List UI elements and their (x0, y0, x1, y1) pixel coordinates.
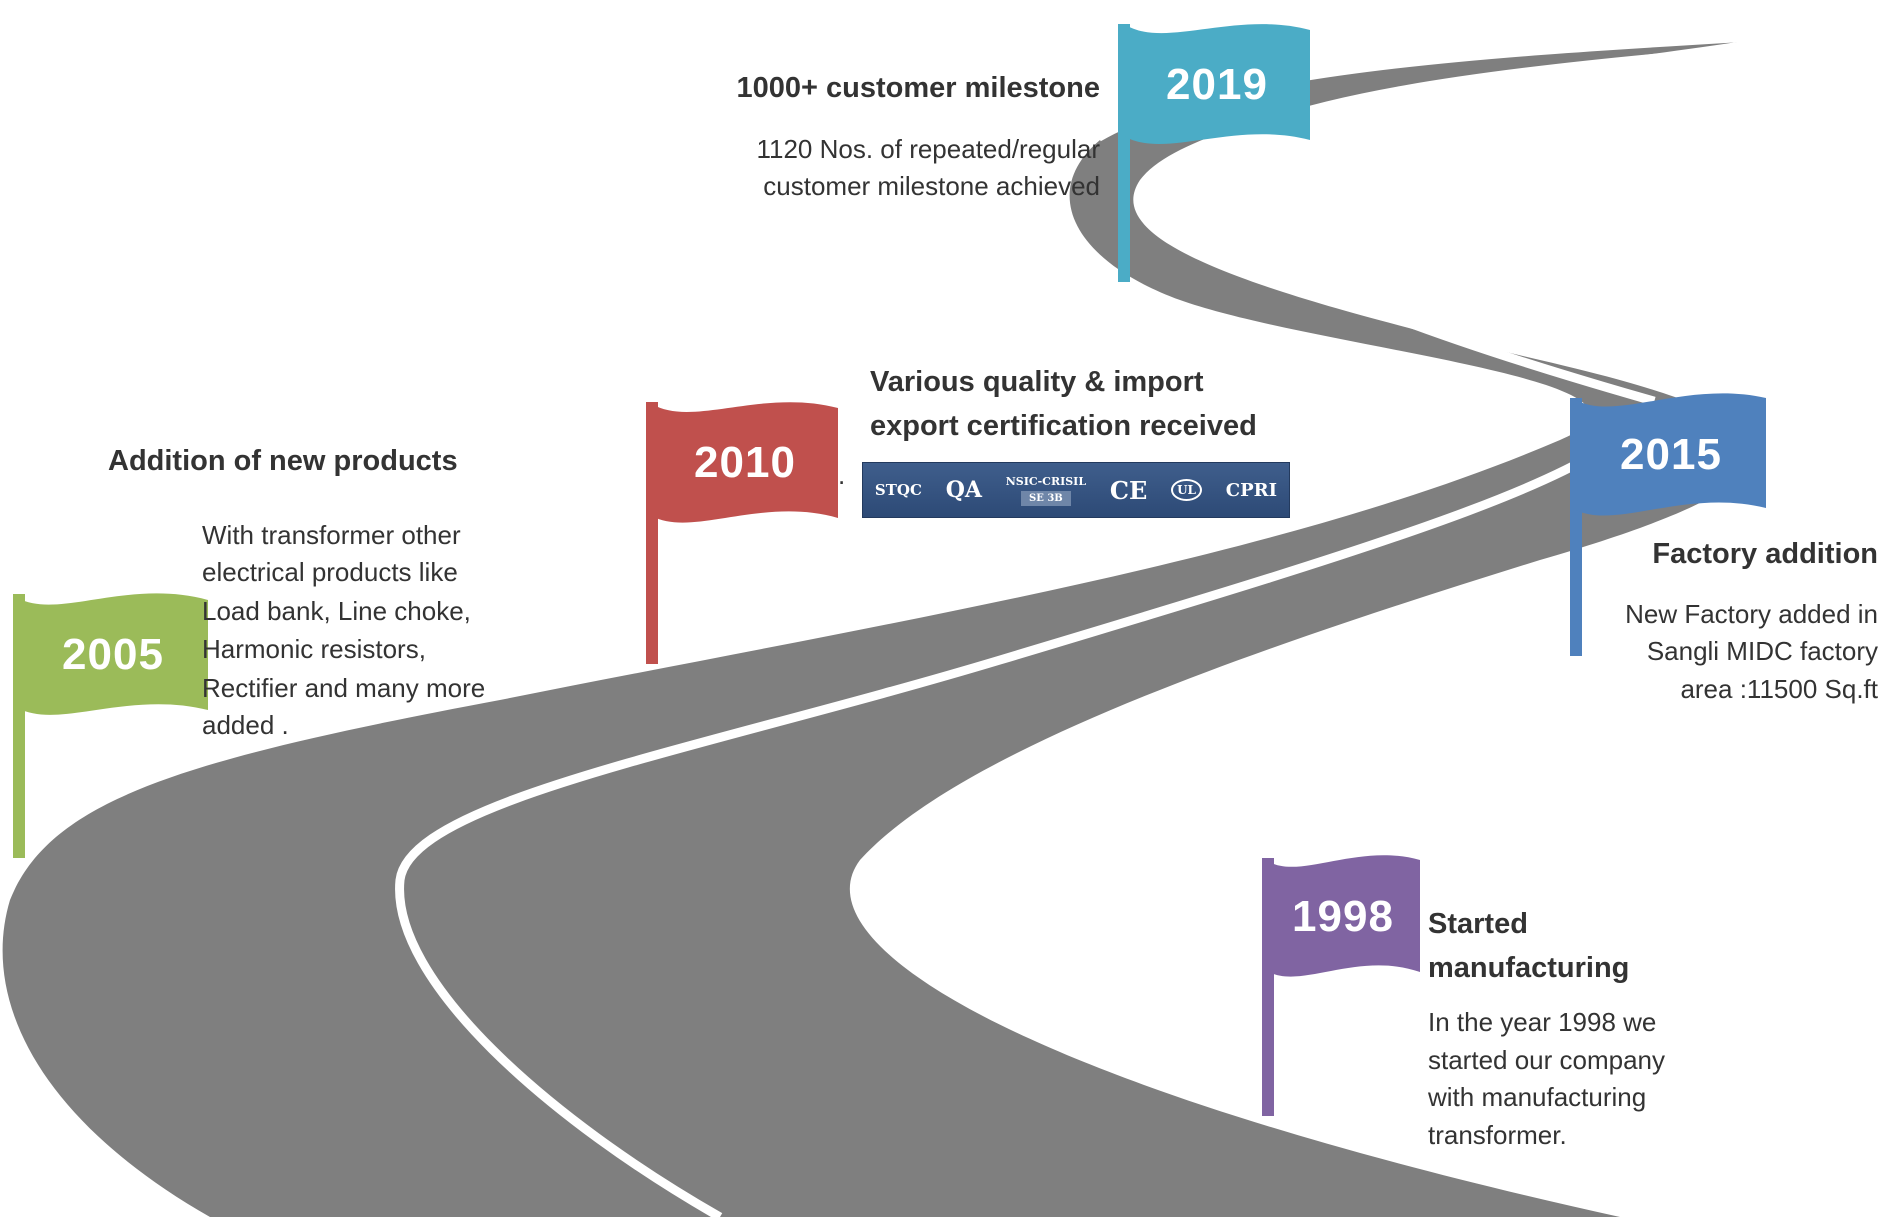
flag-2015: 2015 (1576, 380, 1766, 530)
qa-logo: QA (945, 477, 982, 503)
milestone-2019-line1: 1120 Nos. of repeated/regular (756, 134, 1100, 164)
milestone-2010-title-line2: export certification received (870, 410, 1257, 442)
milestone-2015-title: Factory addition (1652, 538, 1878, 570)
road-surface (2, 40, 1755, 1217)
milestone-2010-dot: . (838, 460, 846, 490)
milestone-1998-line1: In the year 1998 we (1428, 1007, 1657, 1037)
flag-2019: 2019 (1124, 10, 1310, 160)
flag-year-1998: 1998 (1292, 892, 1394, 941)
milestone-2015-line2: Sangli MIDC factory (1646, 636, 1878, 666)
milestone-2019-line2: customer milestone achieved (763, 171, 1100, 201)
flag-year-2010: 2010 (694, 438, 796, 487)
flag-year-2015: 2015 (1620, 430, 1722, 479)
milestone-2005-line1: With transformer other (202, 520, 461, 550)
milestone-2005-line2: electrical products like (202, 557, 458, 587)
flag-year-2019: 2019 (1166, 60, 1268, 109)
milestone-2005-line3: Load bank, Line choke, (202, 596, 471, 626)
flag-2005: 2005 (18, 580, 208, 730)
ul-logo: UL (1171, 479, 1202, 501)
milestone-2019-title: 1000+ customer milestone (736, 72, 1100, 104)
milestone-2015-line1: New Factory added in (1625, 599, 1878, 629)
stqc-logo: STQC (874, 481, 922, 499)
flag-2010: 2010 (652, 388, 838, 538)
milestone-2015-line3: area :11500 Sq.ft (1680, 674, 1878, 704)
nsic-label: NSIC-CRISIL (1005, 475, 1087, 488)
milestone-1998-title-line1: Started (1428, 908, 1528, 940)
milestone-2010-title-line1: Various quality & import (870, 366, 1204, 398)
milestone-2005-line4: Harmonic resistors, (202, 634, 426, 664)
milestone-2005-title: Addition of new products (108, 445, 458, 477)
lane-line (395, 45, 1751, 1217)
milestone-2005-line6: added . (202, 710, 289, 740)
flag-1998: 1998 (1266, 842, 1420, 992)
nsic-crisil-logo: NSIC-CRISIL SE 3B (1006, 474, 1086, 506)
milestone-1998-line4: transformer. (1428, 1120, 1567, 1150)
certification-logos-strip: STQC QA NSIC-CRISIL SE 3B CE UL CPRI (862, 462, 1290, 518)
milestone-1998-title-line2: manufacturing (1428, 952, 1630, 984)
milestone-1998-line2: started our company (1428, 1045, 1666, 1075)
cpri-logo: CPRI (1225, 479, 1278, 501)
milestone-2005-line5: Rectifier and many more (202, 673, 486, 703)
ce-mark-logo: CE (1109, 475, 1148, 505)
nsic-grade: SE 3B (1021, 491, 1071, 506)
flag-year-2005: 2005 (62, 630, 164, 679)
milestone-1998-line3: with manufacturing (1428, 1082, 1647, 1112)
